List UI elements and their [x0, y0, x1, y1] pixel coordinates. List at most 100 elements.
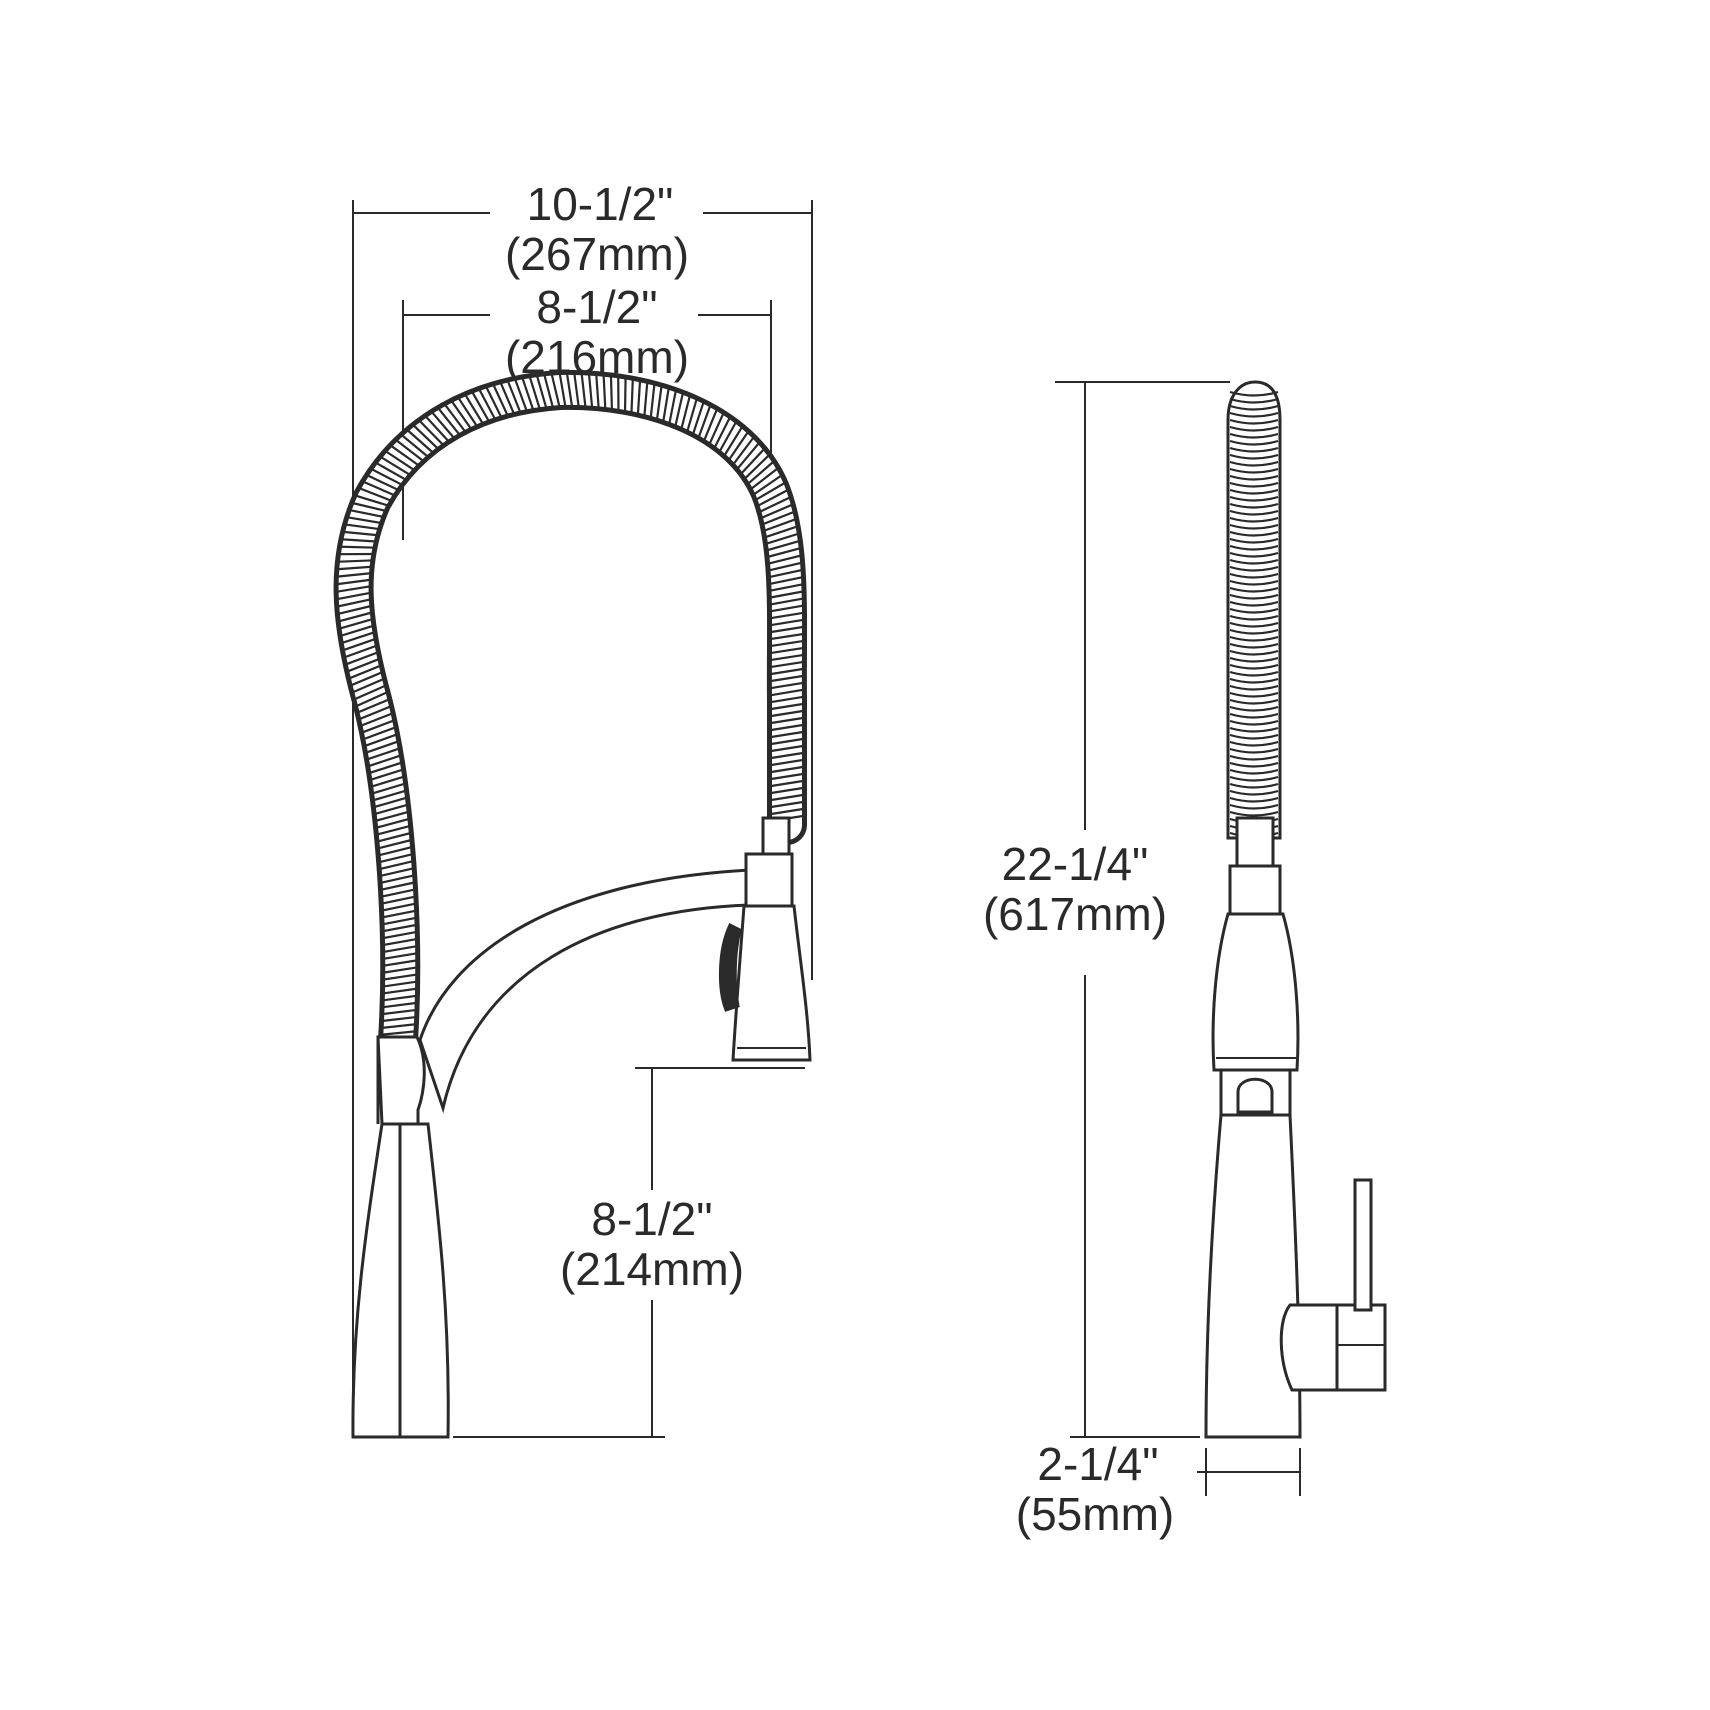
- coil-turn: [355, 697, 392, 715]
- coil-turn: [1229, 733, 1279, 740]
- coil-turn: [1229, 712, 1279, 719]
- spout-reach-imperial: 8-1/2": [536, 281, 657, 333]
- coil-turn: [336, 610, 375, 623]
- coil-turn: [767, 667, 807, 676]
- coil-turn: [763, 531, 802, 546]
- coil-turn: [1229, 705, 1279, 712]
- coil-turn: [767, 730, 807, 739]
- spout-clearance-metric: (214mm): [560, 1243, 744, 1295]
- coil-turn: [760, 509, 797, 527]
- coil-turn: [1229, 810, 1279, 817]
- coil-turn: [353, 493, 391, 508]
- overall-width-metric: (267mm): [505, 228, 689, 280]
- coil-turn: [375, 831, 413, 844]
- coil-turn: [379, 895, 418, 906]
- coil-turn: [767, 625, 807, 634]
- coil-turn: [661, 385, 671, 424]
- coil-turn: [369, 781, 408, 796]
- coil-turn: [717, 419, 739, 455]
- coil-turn: [602, 372, 607, 412]
- coil-turn: [334, 578, 373, 586]
- coil-turn: [1229, 803, 1279, 810]
- coil-turn: [380, 1008, 419, 1016]
- coil-turn: [388, 443, 422, 468]
- coil-turn: [350, 676, 387, 695]
- coil-turn: [1229, 572, 1279, 579]
- coil-turn: [383, 449, 417, 473]
- coil-turn: [342, 523, 382, 531]
- coil-turn: [379, 888, 418, 899]
- coil-turn: [767, 681, 807, 690]
- coil-turn: [372, 803, 410, 816]
- coil-turn: [767, 695, 807, 704]
- coil-turn: [348, 670, 385, 688]
- coil-turn: [377, 866, 416, 878]
- coil-turn: [742, 452, 772, 481]
- coil-turn: [436, 405, 462, 438]
- coil-turn: [1229, 684, 1279, 691]
- coil-turn: [363, 739, 401, 755]
- coil-turn: [1229, 628, 1279, 635]
- coil-turn: [738, 446, 767, 477]
- coil-turn: [767, 653, 807, 662]
- side-view: 22-1/4" (617mm): [983, 380, 1387, 1540]
- coil-turn: [442, 401, 468, 435]
- coil-turn: [1229, 698, 1279, 705]
- coil-turn: [366, 760, 405, 775]
- coil-turn: [1229, 614, 1279, 621]
- overall-height-metric: (617mm): [983, 888, 1167, 940]
- coil-turn: [767, 779, 807, 788]
- coil-turn: [362, 732, 400, 748]
- overall-height-imperial: 22-1/4": [1002, 838, 1149, 890]
- coil-turn: [1229, 600, 1279, 607]
- coil-turn: [367, 767, 406, 782]
- coil-turn: [484, 384, 504, 420]
- coil-turn: [359, 718, 397, 735]
- coil-turn: [379, 1022, 419, 1030]
- coil-turn: [767, 604, 807, 613]
- coil-turn: [1229, 649, 1279, 656]
- coil-turn: [565, 370, 574, 410]
- coil-turn: [1229, 432, 1279, 439]
- coil-turn: [751, 473, 785, 497]
- coil-turn: [360, 479, 397, 498]
- coil-turn: [358, 711, 395, 728]
- coil-turn: [1229, 670, 1279, 677]
- coil-turn: [1229, 523, 1279, 530]
- coil-turn: [580, 370, 587, 410]
- coil-turn: [1229, 411, 1279, 418]
- coil-turn: [346, 663, 384, 681]
- coil-turn: [1229, 768, 1279, 775]
- coil-turn: [373, 460, 409, 482]
- coil-turn: [767, 800, 807, 809]
- coil-turn: [364, 746, 402, 762]
- coil-turn: [1229, 481, 1279, 488]
- coil-turn: [377, 859, 416, 871]
- coil-turn: [767, 660, 807, 669]
- coil-turn: [767, 674, 807, 683]
- coil-turn: [696, 402, 713, 440]
- overall-width-imperial: 10-1/2": [527, 178, 674, 230]
- coil-turn: [347, 508, 386, 519]
- coil-turn: [767, 786, 807, 795]
- coil-turn: [381, 951, 420, 961]
- coil-turn: [370, 789, 409, 802]
- coil-turn: [368, 467, 405, 487]
- coil-turn: [337, 545, 377, 549]
- coil-turn: [745, 459, 777, 487]
- base-diameter-metric: (55mm): [1016, 1488, 1174, 1540]
- coil-turn: [380, 923, 419, 933]
- coil-turn: [341, 643, 379, 660]
- coil-turn: [761, 517, 799, 533]
- coil-turn: [1229, 726, 1279, 733]
- coil-turn: [1229, 719, 1279, 726]
- coil-turn: [766, 561, 805, 572]
- coil-turn: [1229, 551, 1279, 558]
- coil-turn: [767, 632, 807, 641]
- base-diameter-imperial: 2-1/4": [1037, 1438, 1158, 1490]
- coil-turn: [766, 568, 805, 579]
- coil-turn: [702, 406, 719, 444]
- coil-turn: [1229, 397, 1279, 404]
- coil-turn: [587, 371, 594, 410]
- coil-turn: [374, 824, 413, 837]
